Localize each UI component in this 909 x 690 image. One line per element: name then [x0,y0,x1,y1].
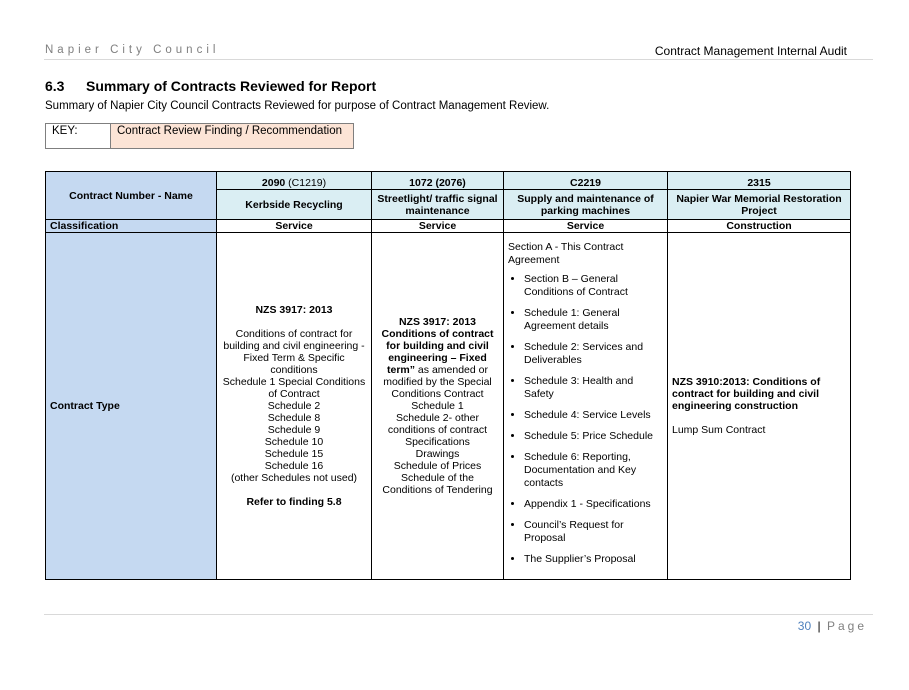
contract-number-cell: 1072 (2076) [371,171,504,190]
header-divider [44,59,873,60]
section-number: 6.3 [45,78,65,94]
row-header-contract-type: Contract Type [45,232,217,580]
list-item: Schedule 6: Reporting, Documentation and… [524,451,663,490]
contract-type-line: Schedule 16 [264,460,324,472]
table-header-row-numbers: Contract Number - Name 2090 (C1219) 1072… [45,171,851,220]
contract-type-row: Contract Type NZS 3917: 2013 Conditions … [45,232,851,580]
key-table: KEY: Contract Review Finding / Recommend… [45,123,354,149]
contract-type-line: Conditions of contract for building and … [223,328,365,376]
contract-name-cell: Kerbside Recycling [216,189,372,220]
contract-type-1072: NZS 3917: 2013 Conditions of contract fo… [371,232,504,580]
contract-type-line: Schedule 15 [264,448,324,460]
contract-type-line: Specifications [405,436,470,448]
contract-type-line: Schedule 1 [411,400,464,412]
contract-name-cell: Supply and maintenance of parking machin… [503,189,668,220]
footer-divider [44,614,873,615]
list-item: Schedule 4: Service Levels [524,409,663,422]
contract-type-2315: NZS 3910:2013: Conditions of contract fo… [667,232,851,580]
contract-type-2090: NZS 3917: 2013 Conditions of contract fo… [216,232,372,580]
contract-type-line: Schedule 8 [267,412,321,424]
table-header-row-names: Kerbside Recycling Streetlight/ traffic … [46,189,851,220]
list-item: The Supplier’s Proposal [524,553,663,566]
contract-type-intro: Section A - This Contract Agreement [508,241,624,266]
page-separator: | [817,619,821,633]
classification-cell: Service [216,219,372,233]
contract-type-line: Drawings [415,448,460,460]
list-item: Schedule 3: Health and Safety [524,375,663,401]
contract-type-line: Schedule of the Conditions of Tendering [382,472,493,496]
classification-row: Classification Service Service Service C… [45,219,851,233]
row-header-classification: Classification [45,219,217,233]
classification-cell: Construction [667,219,851,233]
list-item: Schedule 2: Services and Deliverables [524,341,663,367]
list-item: Council’s Request for Proposal [524,519,663,545]
finding-reference: Refer to finding 5.8 [246,496,342,508]
contract-type-heading: NZS 3910:2013: Conditions of contract fo… [672,376,821,412]
list-item: Appendix 1 - Specifications [524,498,663,511]
contract-type-line: Schedule 9 [267,424,321,436]
contract-number-cell: 2315 [667,171,851,190]
contract-type-line: (other Schedules not used) [230,472,358,484]
page-footer: 30 | Page [798,619,867,633]
header-document-title: Contract Management Internal Audit [654,44,847,58]
contract-type-line: Schedule of Prices [393,460,482,472]
page-label: Page [826,619,867,633]
row-header-contract: Contract Number - Name [45,171,217,220]
key-label: KEY: [45,123,111,149]
section-heading: 6.3 Summary of Contracts Reviewed for Rep… [45,78,376,94]
contract-type-line: Schedule 2 [267,400,321,412]
contract-name-cell: Streetlight/ traffic signal maintenance [371,189,504,220]
contract-name-cell: Napier War Memorial Restoration Project [667,189,851,220]
page-number: 30 [797,619,812,633]
section-title: Summary of Contracts Reviewed for Report [86,78,377,94]
contract-document-list: Section B – General Conditions of Contra… [508,273,663,566]
contract-type-line: Schedule 10 [264,436,324,448]
contract-number-cell: 2090 (C1219) [216,171,372,190]
contract-type-line: Schedule 1 Special Conditions of Contrac… [222,376,366,400]
contract-type-note: Lump Sum Contract [672,424,766,436]
list-item: Section B – General Conditions of Contra… [524,273,663,299]
contract-type-heading: NZS 3917: 2013 [255,304,333,316]
contract-type-paragraph: NZS 3917: 2013 Conditions of contract fo… [381,316,494,400]
key-finding-swatch: Contract Review Finding / Recommendation [110,123,354,149]
header-organisation: Napier City Council [45,44,220,56]
contract-number-cell: C2219 [503,171,668,190]
classification-cell: Service [503,219,668,233]
contracts-table: Contract Number - Name 2090 (C1219) 1072… [45,171,851,580]
contract-type-line: Schedule 2- other conditions of contract [387,412,488,436]
classification-cell: Service [371,219,504,233]
list-item: Schedule 5: Price Schedule [524,430,663,443]
contract-type-c2219: Section A - This Contract Agreement Sect… [503,232,668,580]
section-intro: Summary of Napier City Council Contracts… [45,100,550,112]
list-item: Schedule 1: General Agreement details [524,307,663,333]
